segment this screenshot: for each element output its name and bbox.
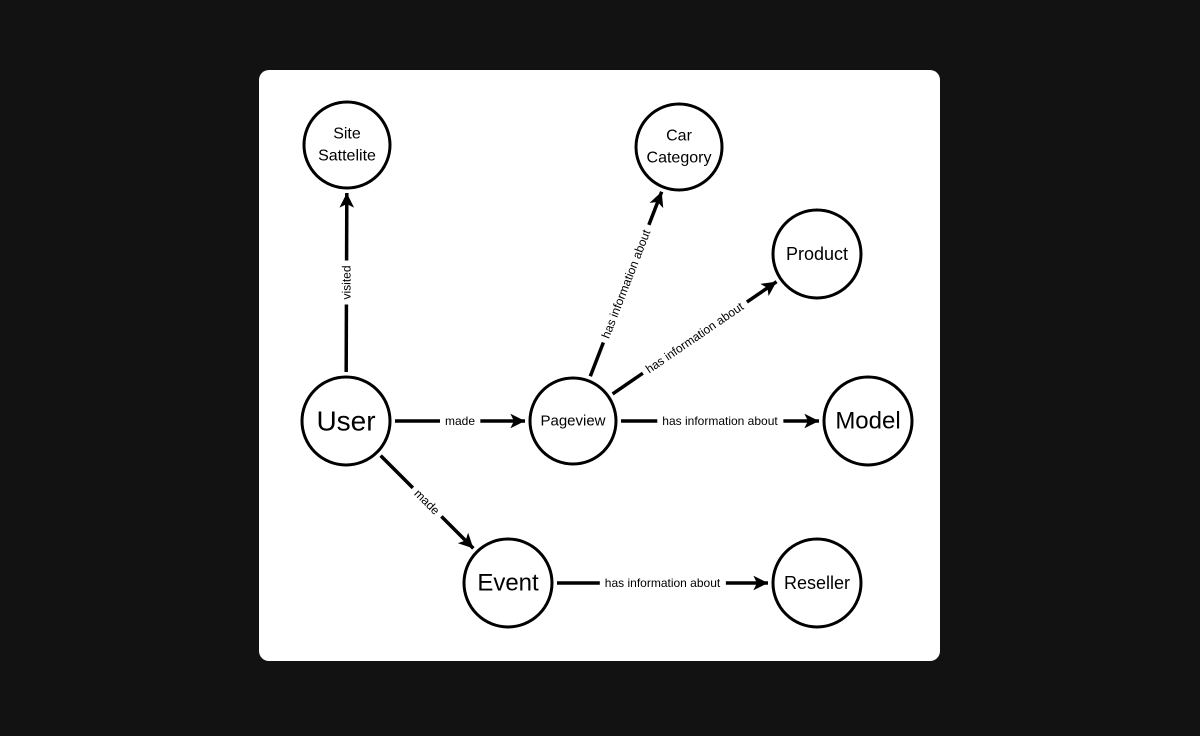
edge-label-bg [637, 294, 752, 381]
node-label: Sattelite [318, 148, 376, 165]
edge-user-site: visited [337, 192, 356, 373]
node-circle [300, 375, 392, 467]
node-reseller: Reseller [771, 537, 863, 629]
node-circle [822, 375, 914, 467]
node-event: Event [462, 537, 554, 629]
node-label: Model [835, 408, 900, 435]
node-label: Reseller [784, 573, 850, 593]
edge-pageview-model: has information about [621, 412, 819, 430]
edge-label: visited [339, 265, 353, 299]
node-model: Model [822, 375, 914, 467]
edge-label-group: has information about [599, 574, 726, 592]
edge-label: has information about [662, 414, 778, 428]
node-circle [771, 537, 863, 629]
edge-label: made [445, 414, 475, 428]
edge-event-reseller: has information about [557, 574, 768, 592]
node-circle [302, 100, 392, 190]
node-label: Pageview [540, 413, 605, 430]
node-circle [462, 537, 554, 629]
edge-label-bg [406, 481, 448, 523]
node-circle [528, 376, 618, 466]
edge-label: has information about [605, 576, 721, 590]
edge-user-pageview: made [395, 412, 525, 430]
edge-label-bg [657, 412, 784, 430]
edge-label-bg [439, 412, 481, 430]
node-label: Car [666, 128, 692, 145]
node-pageview: Pageview [528, 376, 618, 466]
node-circle [634, 102, 724, 192]
edge-label-bg [337, 260, 356, 305]
edge-label-bg [594, 221, 658, 346]
node-label: User [316, 406, 375, 437]
node-circle [771, 208, 863, 300]
node-label: Category [647, 150, 712, 167]
edge-label-group: made [439, 412, 481, 430]
node-user: User [300, 375, 392, 467]
edge-label-bg [599, 574, 726, 592]
node-label: Site [333, 126, 361, 143]
edge-label-group: visited [337, 260, 356, 305]
node-product: Product [771, 208, 863, 300]
node-label: Event [477, 570, 539, 597]
node-label: Product [786, 244, 848, 264]
edge-label-group: has information about [657, 412, 784, 430]
